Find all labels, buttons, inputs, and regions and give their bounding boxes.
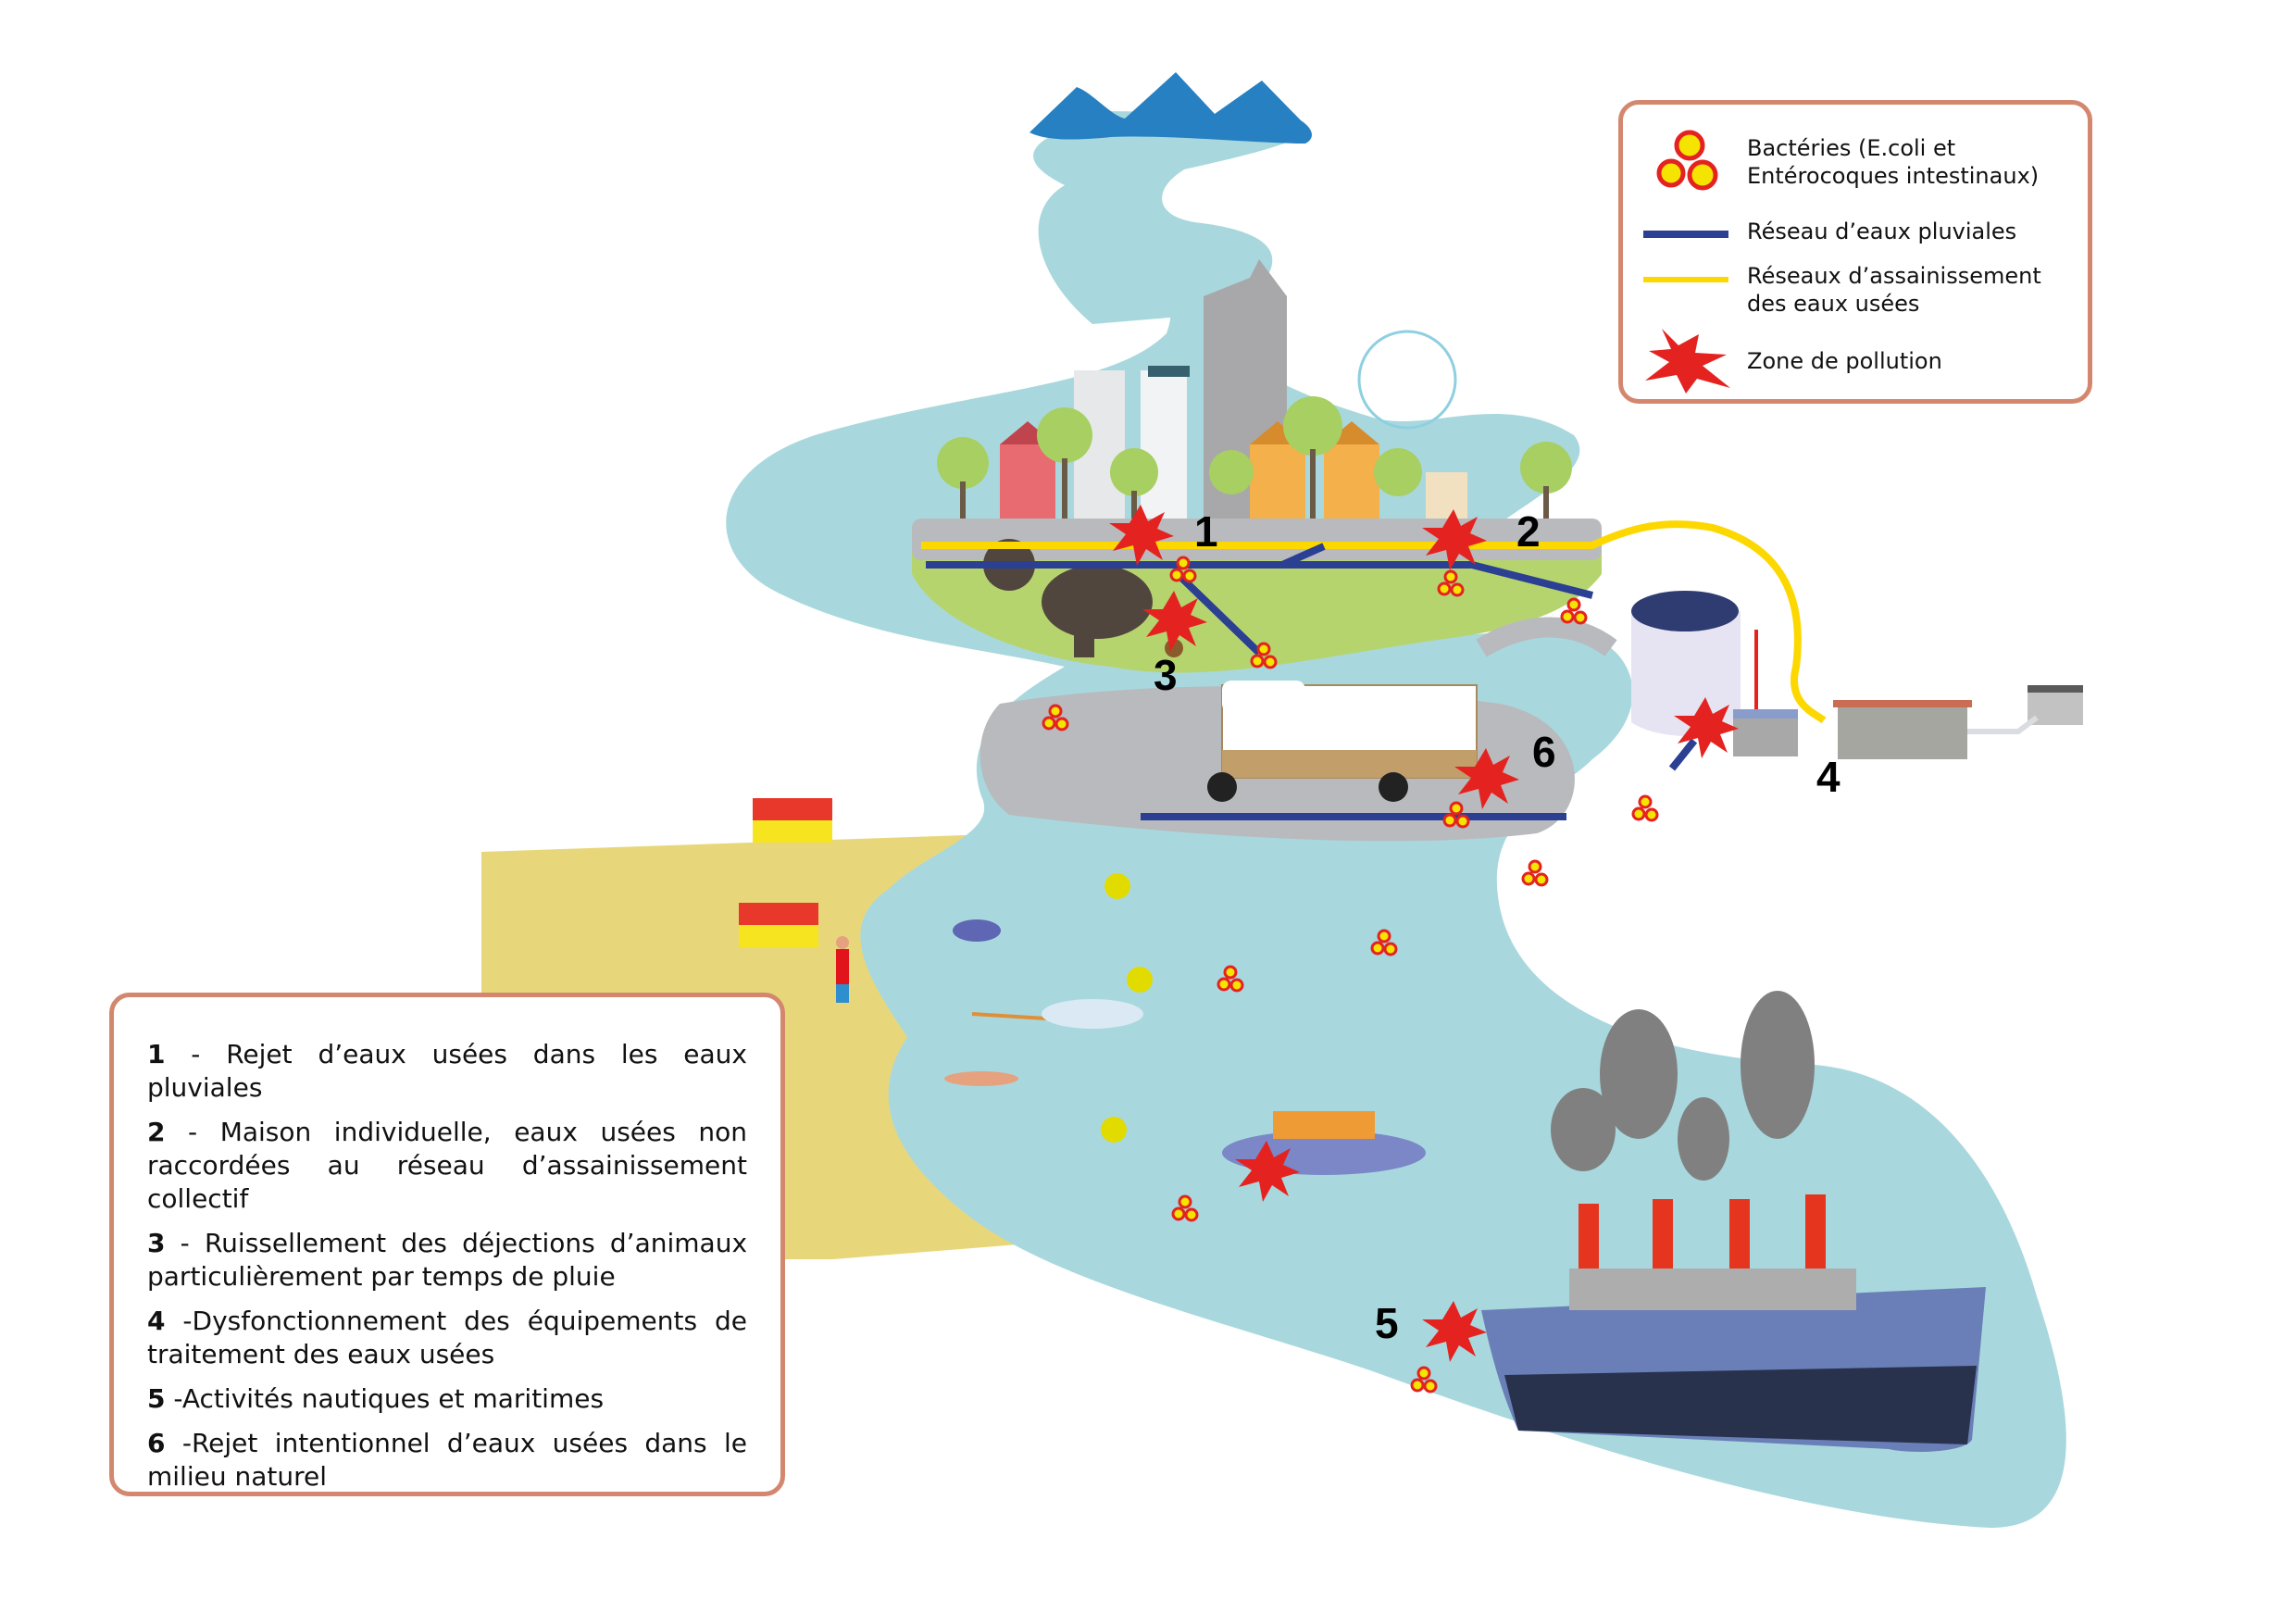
legend-panel: Bactéries (E.coli et Entérocoques intest… xyxy=(1618,100,2092,404)
city-buildings xyxy=(937,259,1572,519)
pollution-burst-icon xyxy=(1142,591,1207,652)
bacteria-cluster-icon xyxy=(1560,597,1588,625)
description-item-3: 3 - Ruissellement des déjections d’anima… xyxy=(147,1228,748,1292)
beach-flag-lower xyxy=(739,903,818,947)
bacteria-cluster-icon xyxy=(1370,929,1398,956)
marker-4: 4 xyxy=(1816,753,1841,801)
bacteria-cluster-icon xyxy=(1521,859,1549,887)
stormwater-line-icon xyxy=(1643,231,1728,238)
pollution-burst-icon xyxy=(1422,509,1487,570)
outfall-pipe xyxy=(1476,617,1617,657)
floating-swimmer xyxy=(944,1071,1018,1086)
legend-label-bacteria-1: Bactéries (E.coli et xyxy=(1747,135,1956,161)
legend-label-pollution: Zone de pollution xyxy=(1747,348,1942,374)
treatment-plant xyxy=(1631,591,2083,759)
camper-van xyxy=(1207,681,1478,802)
legend-label-sewer-1: Réseaux d’assainissement xyxy=(1747,263,2041,289)
legend-label-bacteria-2: Entérocoques intestinaux) xyxy=(1747,163,2040,189)
description-item-5: 5 -Activités nautiques et maritimes xyxy=(147,1383,605,1414)
yellow-buoy-dot xyxy=(1104,873,1130,899)
yellow-buoy-dot xyxy=(1127,967,1153,993)
description-item-4: 4 -Dysfonctionnement des équipements de … xyxy=(147,1306,747,1369)
pollution-burst-icon xyxy=(1109,505,1174,566)
description-item-2: 2 - Maison individuelle, eaux usées non … xyxy=(147,1117,747,1214)
bacteria-cluster-icon xyxy=(1171,1194,1199,1222)
sewer-line-icon xyxy=(1643,277,1728,282)
description-item-1: 1 - Rejet d’eaux usées dans les eaux plu… xyxy=(147,1039,747,1103)
river-upper xyxy=(1033,123,1296,324)
surf-wave xyxy=(1042,999,1143,1029)
sewer-network xyxy=(921,520,1827,724)
steam-ship xyxy=(1481,991,1986,1452)
bacteria-cluster-icon xyxy=(1250,642,1278,669)
legend-label-stormwater: Réseau d’eaux pluviales xyxy=(1747,219,2017,244)
bacteria-cluster-icon xyxy=(1217,965,1244,993)
pollution-burst-icon xyxy=(1645,329,1730,394)
pollution-burst-icon xyxy=(1674,697,1739,758)
beach-flag-upper xyxy=(753,798,832,843)
mountains xyxy=(1029,72,1312,144)
stormwater-network xyxy=(926,543,1698,820)
dog-illustration xyxy=(983,539,1183,657)
marker-2: 2 xyxy=(1516,507,1541,556)
inner-tube-swimmer xyxy=(953,919,1001,942)
yellow-buoy-dot xyxy=(1101,1117,1127,1143)
bacteria-cluster-icon xyxy=(1437,569,1465,597)
pollution-burst-icon xyxy=(1235,1141,1300,1202)
pollution-burst-icon xyxy=(1454,748,1519,809)
bacteria-cluster-icon xyxy=(1410,1366,1438,1394)
surfer xyxy=(971,1012,1047,1020)
marker-3: 3 xyxy=(1154,651,1178,699)
descriptions-panel: 1 - Rejet d’eaux usées dans les eaux plu… xyxy=(109,993,785,1496)
bacteria-cluster-icon xyxy=(1631,794,1659,822)
bacteria-cluster-icon xyxy=(1042,704,1069,731)
legend-label-sewer-2: des eaux usées xyxy=(1747,291,1920,317)
bacteria-cluster-icon xyxy=(1656,130,1718,191)
lifeguard xyxy=(836,936,849,1003)
marker-6: 6 xyxy=(1532,728,1556,776)
marker-1: 1 xyxy=(1194,507,1218,556)
bacteria-cluster-icon xyxy=(1442,801,1470,829)
marker-5: 5 xyxy=(1375,1299,1399,1347)
bacteria-cluster-icon xyxy=(1169,556,1197,583)
pollution-burst-icon xyxy=(1422,1301,1487,1362)
description-item-6: 6 -Rejet intentionnel d’eaux usées dans … xyxy=(147,1428,748,1492)
